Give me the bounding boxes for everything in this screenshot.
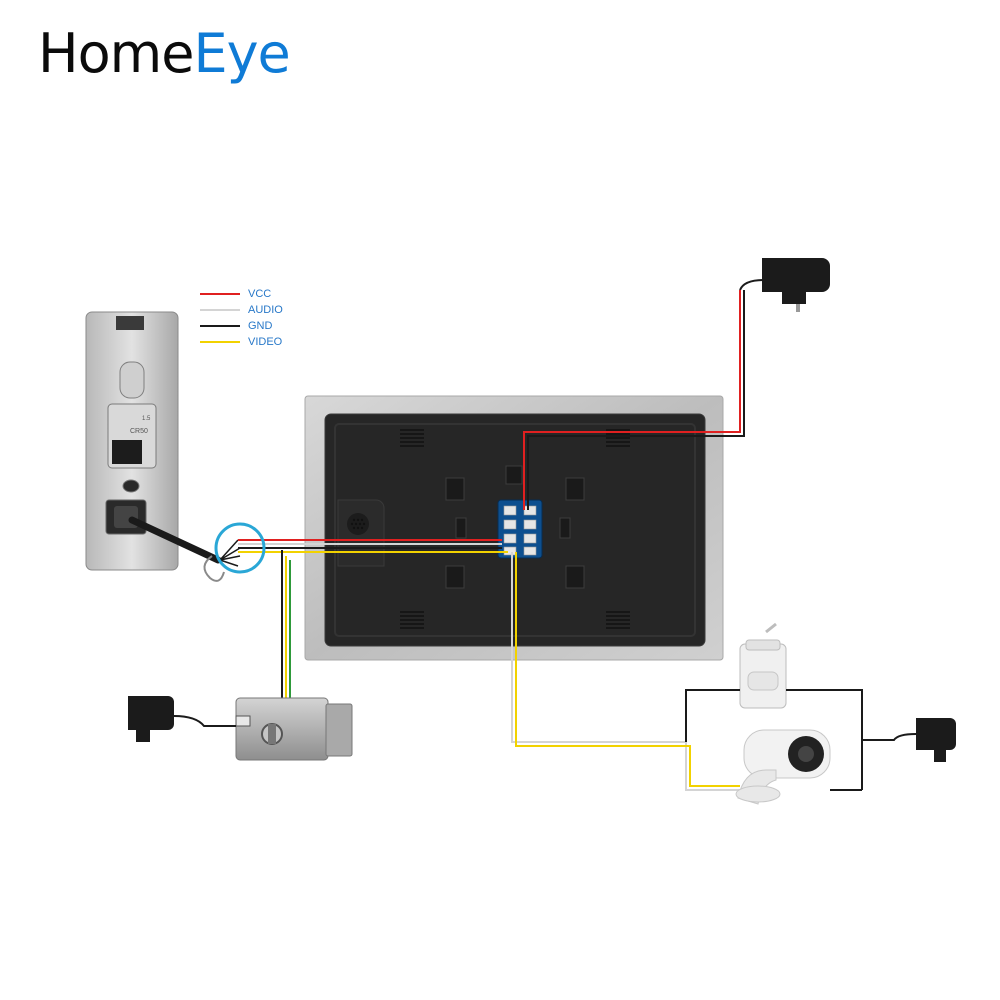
legend-item-audio: AUDIO xyxy=(200,302,283,318)
legend-swatch-audio xyxy=(200,309,240,311)
brand-logo: HomeEye xyxy=(38,22,291,85)
station-to-monitor-wires xyxy=(238,539,508,553)
legend-item-video: VIDEO xyxy=(200,334,283,350)
indoor-monitor xyxy=(304,395,724,661)
door-station-label-mid: CR50 xyxy=(130,428,148,435)
legend-label-vcc: VCC xyxy=(248,288,272,300)
door-station-cable xyxy=(128,516,222,564)
legend-item-gnd: GND xyxy=(200,318,283,334)
power-adapter-lock xyxy=(128,696,236,742)
legend-label-audio: AUDIO xyxy=(248,304,283,316)
monitor-power-wires xyxy=(523,290,745,510)
legend-item-vcc: VCC xyxy=(200,286,283,302)
lock-body xyxy=(235,697,329,761)
door-station-label-top: 1.5 xyxy=(142,416,151,422)
power-adapter-top xyxy=(739,258,830,312)
brand-logo-part-eye: Eye xyxy=(193,22,290,85)
legend-label-video: VIDEO xyxy=(248,336,283,348)
legend-swatch-vcc xyxy=(200,293,240,295)
speaker-grille xyxy=(347,513,369,535)
wire-legend: VCC AUDIO GND VIDEO xyxy=(200,286,283,350)
legend-swatch-video xyxy=(200,341,240,343)
wire-junction-highlight xyxy=(214,522,266,574)
outdoor-door-station: 1.5 CR50 xyxy=(85,311,179,571)
electric-lock xyxy=(235,697,353,761)
cctv-camera xyxy=(735,729,831,805)
legend-swatch-gnd xyxy=(200,325,240,327)
mount-holes xyxy=(445,465,585,589)
power-adapter-camera xyxy=(862,718,956,762)
brand-logo-part-home: Home xyxy=(38,22,194,85)
legend-label-gnd: GND xyxy=(248,320,273,332)
vent-slots xyxy=(400,429,630,629)
sensor-wires xyxy=(685,689,863,790)
alarm-sensor xyxy=(739,622,787,709)
